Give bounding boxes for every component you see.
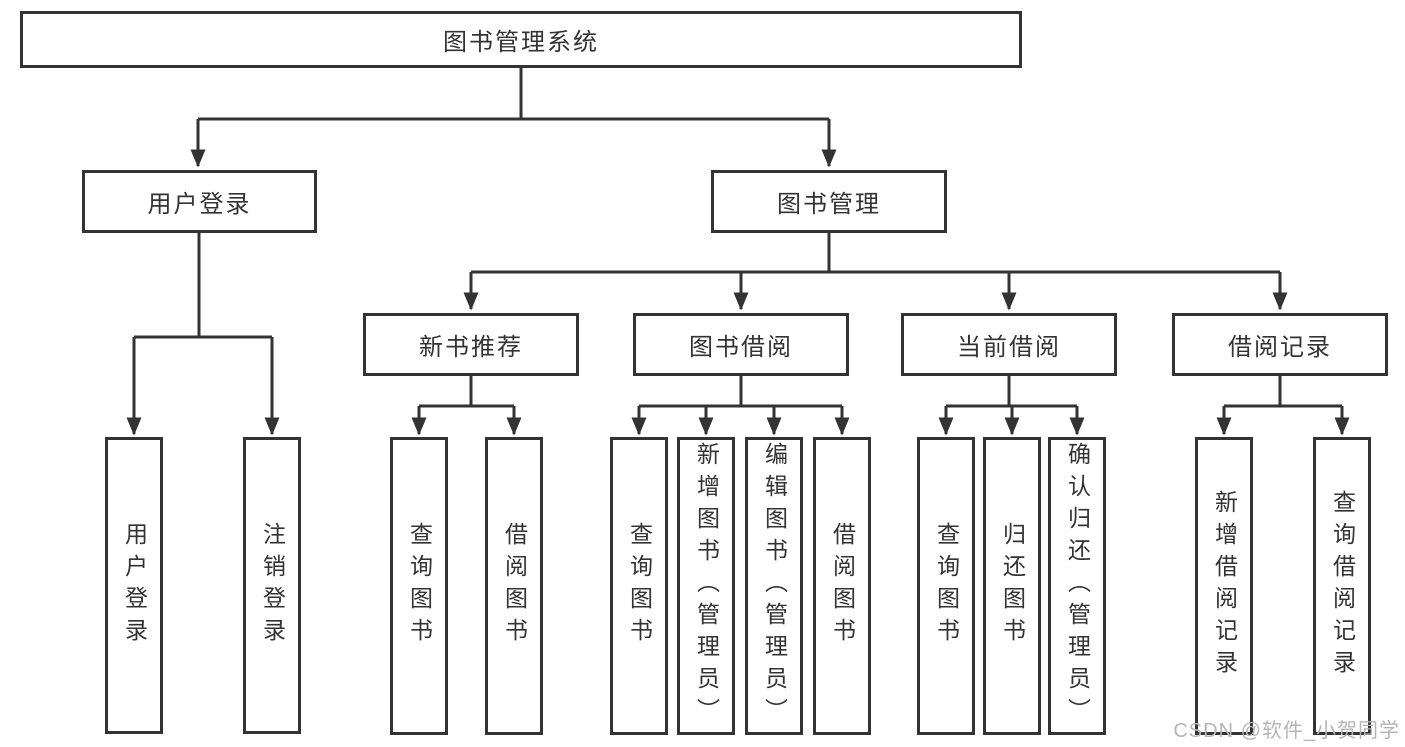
node-br-query: 查询借阅记录 [1313,437,1371,735]
node-book-borrow: 图书借阅 [633,313,849,376]
node-logout: 注销登录 [243,437,301,734]
connector-book-mgmt-elbow [471,233,1280,274]
node-label: 查询图书 [626,522,653,650]
node-label: 注销登录 [259,521,286,650]
node-label: 用户登录 [147,191,252,218]
node-nb-query: 查询图书 [390,437,448,735]
node-bb-query: 查询图书 [610,437,668,735]
node-label: 新书推荐 [419,334,523,361]
node-user-login: 用户登录 [82,170,317,233]
node-label: 查询图书 [933,522,960,650]
node-label: 新增借阅记录 [1211,490,1238,682]
csdn-watermark: CSDN @软件_小贺同学 [1173,720,1400,742]
node-label: 编辑图书（管理员） [761,442,788,730]
node-label: 借阅记录 [1228,334,1332,361]
node-cb-confirm: 确认归还（管理员） [1048,437,1106,735]
node-br-add: 新增借阅记录 [1195,437,1253,735]
node-label: 借阅图书 [501,522,528,650]
node-label: 图书管理 [777,191,881,218]
node-book-mgmt: 图书管理 [711,170,947,233]
node-bb-edit: 编辑图书（管理员） [745,437,803,735]
node-nb-borrow: 借阅图书 [485,437,543,735]
node-borrow-record: 借阅记录 [1172,313,1388,376]
node-cb-return: 归还图书 [983,437,1041,735]
node-label: 图书借阅 [689,334,793,361]
node-label: 图书管理系统 [443,29,599,56]
node-label: 用户登录 [121,521,148,650]
node-current-borrow: 当前借阅 [901,313,1117,376]
node-label: 借阅图书 [829,522,856,650]
node-new-book-rec: 新书推荐 [363,313,579,376]
node-label: 当前借阅 [957,334,1061,361]
node-label: 确认归还（管理员） [1064,442,1091,730]
node-bb-borrow: 借阅图书 [813,437,871,735]
connector-user-login-elbow [134,233,272,339]
node-cb-query: 查询图书 [917,437,975,735]
node-label: 归还图书 [999,522,1026,650]
connector-current-borrow-elbow [946,376,1077,408]
node-label: 新增图书（管理员） [693,442,720,730]
node-label: 查询图书 [406,522,433,650]
node-label: 查询借阅记录 [1329,490,1356,682]
connector-borrow-record-elbow [1224,376,1342,408]
connector-new-book-rec-elbow [419,376,514,408]
node-bb-add: 新增图书（管理员） [677,437,735,735]
connector-book-borrow-elbow [639,376,842,408]
connector-root-elbow [198,68,829,121]
node-login: 用户登录 [105,437,163,734]
node-system-root: 图书管理系统 [20,11,1022,68]
